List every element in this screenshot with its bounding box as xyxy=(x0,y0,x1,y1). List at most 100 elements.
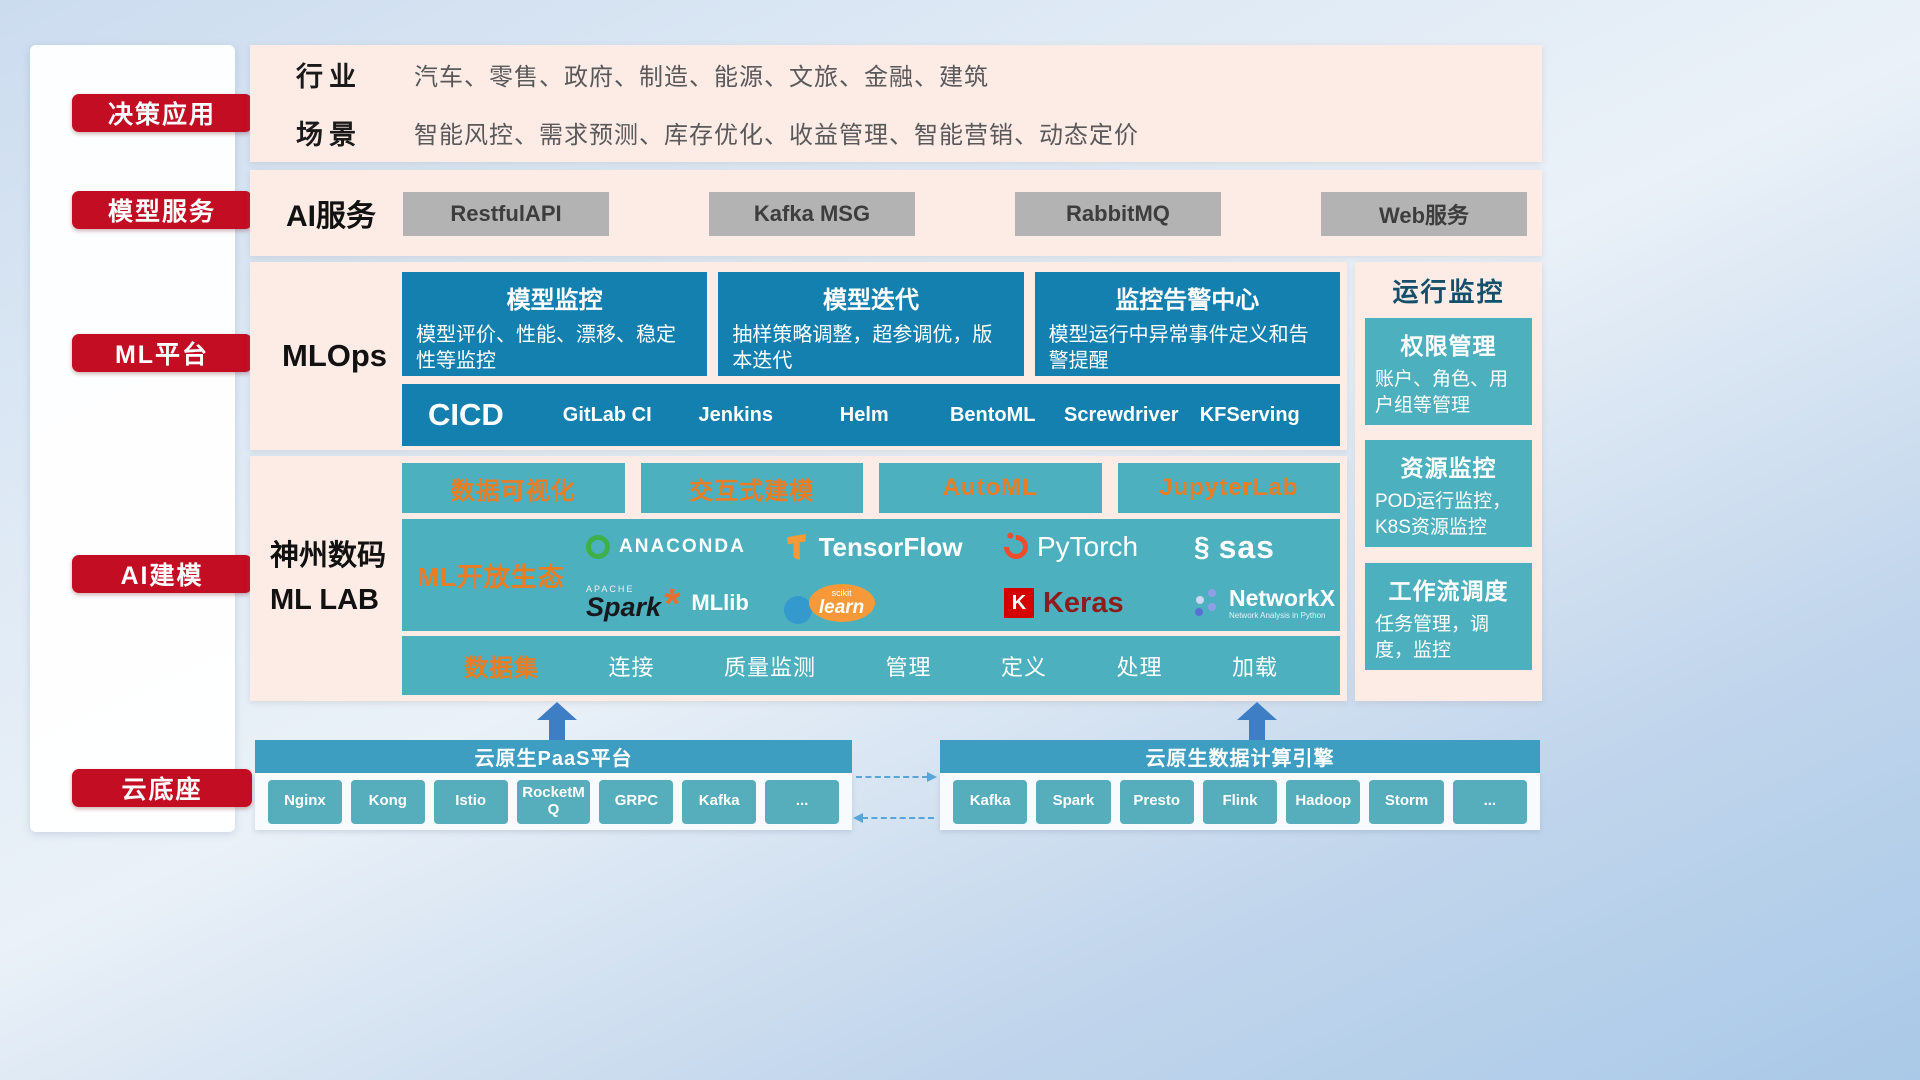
model-iteration-card: 模型迭代 抽样策略调整，超参调优，版本迭代 xyxy=(718,272,1024,376)
mlops-label: MLOps xyxy=(282,338,388,373)
layer-decision-app: 决策应用 xyxy=(72,94,252,132)
tool-bentoml: BentoML xyxy=(949,404,1036,426)
paas-platform-header: 云原生PaaS平台 xyxy=(255,740,852,773)
ml-ecosystem-box: ML开放生态 ANACONDA TensorFlow PyTorch xyxy=(402,519,1340,631)
tool-jupyterlab: JupyterLab xyxy=(1117,463,1340,513)
engine-kafka: Kafka xyxy=(953,779,1028,824)
pytorch-logo: PyTorch xyxy=(998,519,1188,575)
scikit-learn-logo: scikit learn xyxy=(778,575,998,631)
dataset-load: 加载 xyxy=(1231,654,1278,680)
scikit-blue-dot-icon xyxy=(783,596,812,624)
cicd-bar: CICD GitLab CI Jenkins Helm BentoML Scre… xyxy=(402,384,1340,446)
tool-jenkins: Jenkins xyxy=(698,404,773,426)
mlops-panel: MLOps 模型监控 模型评价、性能、漂移、稳定性等监控 模型迭代 抽样策略调整… xyxy=(250,262,1347,450)
tool-gitlab-ci: GitLab CI xyxy=(562,404,652,426)
service-rabbitmq: RabbitMQ xyxy=(1015,192,1221,236)
tool-interactive-modeling: 交互式建模 xyxy=(640,463,863,513)
paas-nginx: Nginx xyxy=(268,779,342,824)
card-title: 权限管理 xyxy=(1400,333,1497,359)
card-title: 监控告警中心 xyxy=(1115,287,1260,314)
runtime-monitoring-panel: 运行监控 权限管理 账户、角色、用户组等管理 资源监控 POD运行监控，K8S资… xyxy=(1355,262,1542,701)
alert-center-card: 监控告警中心 模型运行中异常事件定义和告警提醒 xyxy=(1034,272,1340,376)
tool-data-visualization: 数据可视化 xyxy=(402,463,625,513)
scene-list: 智能风控、需求预测、库存优化、收益管理、智能营销、动态定价 xyxy=(414,122,1139,150)
ml-lab-panel: 神州数码 ML LAB 数据可视化 交互式建模 AutoML JupyterLa… xyxy=(250,456,1347,701)
service-kafka-msg: Kafka MSG xyxy=(709,192,915,236)
ml-lab-label: 神州数码 ML LAB xyxy=(270,534,402,624)
model-monitoring-card: 模型监控 模型评价、性能、漂移、稳定性等监控 xyxy=(402,272,708,376)
layer-sidebar: 决策应用 模型服务 ML平台 AI建模 云底座 xyxy=(30,45,252,832)
ml-lab-content: 数据可视化 交互式建模 AutoML JupyterLab ML开放生态 ANA… xyxy=(402,463,1340,695)
card-title: 资源监控 xyxy=(1400,455,1497,481)
engine-presto: Presto xyxy=(1119,779,1194,824)
dataset-quality: 质量监测 xyxy=(723,654,816,680)
ml-lab-label-line1: 神州数码 xyxy=(270,539,387,572)
service-restfulapi: RestfulAPI xyxy=(403,192,609,236)
data-engine-body: Kafka Spark Presto Flink Hadoop Storm ..… xyxy=(940,773,1540,830)
keras-logo: K Keras xyxy=(998,575,1188,631)
engine-flink: Flink xyxy=(1202,779,1278,824)
paas-istio: Istio xyxy=(433,779,508,824)
anaconda-icon xyxy=(586,535,610,559)
paas-more: ... xyxy=(765,779,840,824)
card-title: 模型监控 xyxy=(506,287,603,314)
card-desc: 任务管理，调度，监控 xyxy=(1375,614,1490,661)
card-desc: 模型评价、性能、漂移、稳定性等监控 xyxy=(416,324,676,372)
industry-label: 行业 xyxy=(296,61,362,92)
card-title: 模型迭代 xyxy=(822,287,919,314)
layer-cloud-base: 云底座 xyxy=(72,769,252,807)
tool-helm: Helm xyxy=(839,404,889,426)
layer-ai-modeling: AI建模 xyxy=(72,555,252,593)
up-arrow-left xyxy=(537,702,577,740)
layer-ml-platform: ML平台 xyxy=(72,334,252,372)
tool-automl: AutoML xyxy=(879,463,1102,513)
mlops-content: 模型监控 模型评价、性能、漂移、稳定性等监控 模型迭代 抽样策略调整，超参调优，… xyxy=(402,272,1340,446)
dataset-label: 数据集 xyxy=(464,655,539,682)
tool-screwdriver: Screwdriver xyxy=(1063,404,1179,426)
paas-kafka: Kafka xyxy=(682,779,757,824)
tensorflow-logo: TensorFlow xyxy=(778,519,998,575)
card-title: 工作流调度 xyxy=(1388,578,1509,604)
keras-k-icon: K xyxy=(1003,588,1034,618)
pytorch-icon xyxy=(999,530,1033,564)
engine-spark: Spark xyxy=(1036,779,1111,824)
data-engine-header: 云原生数据计算引擎 xyxy=(940,740,1540,773)
card-desc: 账户、角色、用户组等管理 xyxy=(1375,369,1509,416)
scene-label: 场景 xyxy=(296,120,362,151)
industry-list: 汽车、零售、政府、制造、能源、文旅、金融、建筑 xyxy=(414,63,989,91)
engine-more: ... xyxy=(1452,779,1527,824)
dashed-arrow-right xyxy=(856,772,937,782)
anaconda-logo: ANACONDA xyxy=(580,519,778,575)
dashed-arrow-left xyxy=(853,813,934,823)
paas-rocketmq: RocketMQ xyxy=(516,779,591,824)
ml-ecosystem-label: ML开放生态 xyxy=(417,561,565,592)
engine-storm: Storm xyxy=(1369,779,1444,824)
spark-star-icon xyxy=(670,584,680,623)
scikit-learn-badge: scikit learn xyxy=(808,584,875,622)
dataset-define: 定义 xyxy=(1000,654,1047,680)
runtime-monitoring-title: 运行监控 xyxy=(1392,277,1505,307)
paas-kong: Kong xyxy=(350,779,425,824)
card-desc: POD运行监控，K8S资源监控 xyxy=(1375,491,1512,538)
ai-service-label: AI服务 xyxy=(286,200,376,233)
sas-logo: sas xyxy=(1188,519,1340,575)
networkx-nodes-icon xyxy=(1195,596,1204,604)
industry-row: 行业 汽车、零售、政府、制造、能源、文旅、金融、建筑 xyxy=(250,45,1542,104)
industry-scene-panel: 行业 汽车、零售、政府、制造、能源、文旅、金融、建筑 场景 智能风控、需求预测、… xyxy=(250,45,1542,162)
scene-row: 场景 智能风控、需求预测、库存优化、收益管理、智能营销、动态定价 xyxy=(250,104,1542,163)
up-arrow-right xyxy=(1237,702,1277,740)
tool-kfserving: KFServing xyxy=(1199,404,1300,426)
paas-platform-body: Nginx Kong Istio RocketMQ GRPC Kafka ... xyxy=(255,773,852,830)
layer-model-service: 模型服务 xyxy=(72,191,252,229)
ai-service-panel: AI服务 RestfulAPI Kafka MSG RabbitMQ Web服务 xyxy=(250,170,1542,256)
dataset-manage: 管理 xyxy=(885,654,932,680)
sas-icon xyxy=(1194,531,1210,563)
paas-grpc: GRPC xyxy=(599,779,674,824)
service-web: Web服务 xyxy=(1321,192,1527,236)
ml-lab-label-line2: ML LAB xyxy=(270,584,380,617)
tensorflow-icon xyxy=(787,534,806,560)
card-desc: 模型运行中异常事件定义和告警提醒 xyxy=(1048,324,1309,372)
dataset-bar: 数据集 连接 质量监测 管理 定义 处理 加载 xyxy=(402,636,1340,695)
resource-monitor-card: 资源监控 POD运行监控，K8S资源监控 xyxy=(1365,440,1532,547)
workflow-schedule-card: 工作流调度 任务管理，调度，监控 xyxy=(1365,563,1532,670)
